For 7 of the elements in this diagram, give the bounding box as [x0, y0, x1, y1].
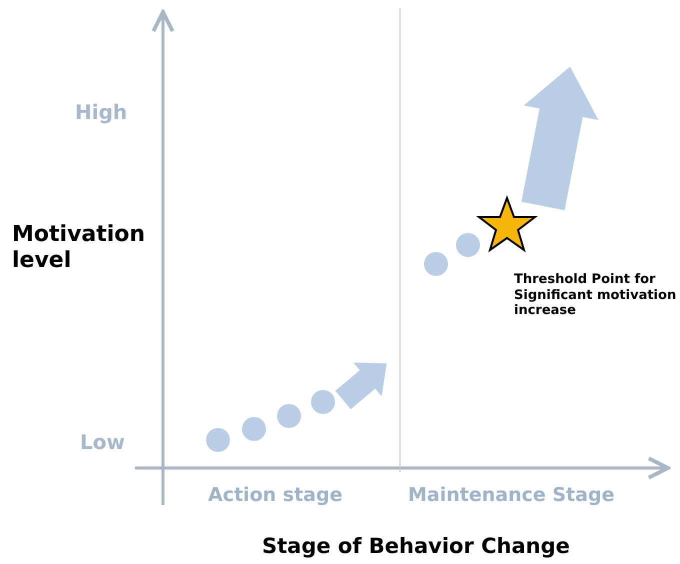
category-label: Maintenance Stage	[408, 484, 614, 507]
category-label: Action stage	[208, 484, 342, 507]
axis-title: Motivation level	[12, 222, 146, 275]
axis-title: Stage of Behavior Change	[262, 534, 570, 560]
annotation-text: Threshold Point for Significant motivation increase	[514, 272, 678, 319]
axis-tick-label: High	[75, 100, 128, 124]
axis-tick-label: Low	[80, 430, 125, 454]
